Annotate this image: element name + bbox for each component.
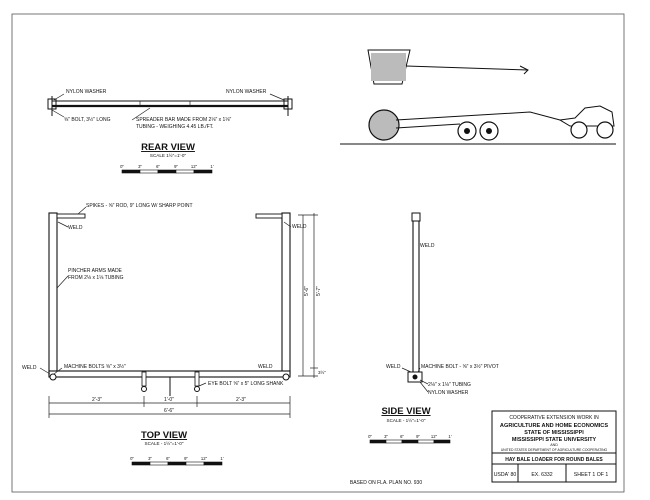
side-scale-bar: 0" 3" 6" 9" 12" 1' xyxy=(368,434,452,444)
scale-bar-segment xyxy=(139,169,159,174)
top-label-pincher-1: PINCHER ARMS MADE xyxy=(68,268,123,274)
top-label-weld-top-right: WELD xyxy=(292,224,307,230)
title-block: COOPERATIVE EXTENSION WORK IN AGRICULTUR… xyxy=(491,410,617,483)
top-label-pincher-2: FROM 2⅛ x 1⅛ TUBING xyxy=(68,275,124,281)
scale-bar-segment xyxy=(131,461,151,466)
scale-bar-label: 0" xyxy=(130,456,134,461)
scale-bar-segment xyxy=(175,169,195,174)
top-dim-height-inner: 5'-6" xyxy=(304,286,310,296)
scale-bar-segment xyxy=(149,461,169,466)
side-view-title: SIDE VIEW xyxy=(381,406,430,417)
side-label-nylon-washer: NYLON WASHER xyxy=(428,390,469,396)
top-label-eye-bolt: EYE BOLT ⅝" x 5" LONG SHANK xyxy=(208,381,284,387)
drawing-title: HAY BALE LOADER FOR ROUND BALES xyxy=(505,457,603,463)
top-scale-bar: 0" 3" 6" 9" 12" 1' xyxy=(130,456,224,466)
title-line4: MISSISSIPPI STATE UNIVERSITY xyxy=(512,437,597,443)
tractor-trailer-sketch xyxy=(340,105,616,145)
rear-scale-bar: 0" 3" 6" 9" 12" 1' xyxy=(120,164,214,174)
scale-bar-label: 3" xyxy=(384,434,388,439)
rear-label-spreader-2: TUBING - WEIGHING 4.45 LB./FT. xyxy=(136,124,214,130)
title-agency: USDA' 80 xyxy=(494,472,517,478)
side-label-tubing: 2⅛" x 1⅛" TUBING xyxy=(428,382,471,388)
scale-bar-segment xyxy=(121,169,141,174)
scale-bar-label: 12" xyxy=(201,456,208,461)
top-view-title: TOP VIEW xyxy=(141,430,187,441)
rear-label-nylon-washer-right: NYLON WASHER xyxy=(226,89,267,95)
scale-bar-label: 9" xyxy=(184,456,188,461)
rear-label-bolt: ⅝" BOLT, 3½" LONG xyxy=(64,116,111,123)
side-label-machine-bolt: MACHINE BOLT - ⅝" x 3½" PIVOT xyxy=(421,363,499,370)
scale-bar-label: 1' xyxy=(448,434,451,439)
scale-bar-segment xyxy=(401,439,419,444)
side-view-scale: SCALE - 1½"=1'-0" xyxy=(387,417,426,423)
scale-bar-segment xyxy=(157,169,177,174)
sheet-border xyxy=(11,13,625,493)
top-dim-left: 2'-3" xyxy=(92,397,102,403)
scale-bar-label: 6" xyxy=(166,456,170,461)
top-view: SPIKES - ⅝" ROD, 9" LONG W/ SHARP POINT … xyxy=(22,203,326,466)
top-dim-right: 2'-3" xyxy=(236,397,246,403)
title-line2: AGRICULTURE AND HOME ECONOMICS xyxy=(500,423,608,429)
scale-bar-label: 12" xyxy=(191,164,198,169)
top-dim-height-outer: 5'-7" xyxy=(316,286,322,296)
scale-bar-segment xyxy=(193,169,213,174)
title-number: EX. 6332 xyxy=(531,472,552,478)
top-label-spikes: SPIKES - ⅝" ROD, 9" LONG W/ SHARP POINT xyxy=(86,203,193,209)
side-label-weld-bottom: WELD xyxy=(386,364,401,370)
side-view: WELD WELD MACHINE BOLT - ⅝" x 3½" PIVOT … xyxy=(368,212,499,444)
scale-bar-segment xyxy=(433,439,451,444)
title-line1: COOPERATIVE EXTENSION WORK IN xyxy=(509,415,599,421)
rear-label-spreader-1: SPREADER BAR MADE FROM 2⅛" x 1⅛" xyxy=(136,117,231,123)
title-line5: AND xyxy=(550,443,558,447)
scale-bar-label: 6" xyxy=(400,434,404,439)
top-dim-center: 1'-0" xyxy=(164,397,174,403)
scale-bar-segment xyxy=(385,439,403,444)
top-view-scale: SCALE - 1½"=1'-0" xyxy=(145,440,184,446)
top-label-weld-bottom-left: WELD xyxy=(22,365,37,371)
rear-view-scale: SCALE 1½"=1'-0" xyxy=(150,152,187,158)
scale-bar-label: 3" xyxy=(138,164,142,169)
scale-bar-label: 1' xyxy=(210,164,213,169)
top-dim-total: 6'-6" xyxy=(164,408,174,414)
top-label-machine-bolts: MACHINE BOLTS ⅝" x 3½" xyxy=(64,363,126,370)
scale-bar-segment xyxy=(369,439,387,444)
title-sheet: SHEET 1 OF 1 xyxy=(574,472,609,478)
top-label-weld-top-left: WELD xyxy=(68,225,83,231)
scale-bar-segment xyxy=(203,461,223,466)
scale-bar-label: 3" xyxy=(148,456,152,461)
scale-bar-segment xyxy=(167,461,187,466)
scale-bar-label: 1' xyxy=(220,456,223,461)
scale-bar-label: 9" xyxy=(416,434,420,439)
side-label-weld-top: WELD xyxy=(420,243,435,249)
scale-bar-label: 6" xyxy=(156,164,160,169)
rear-view: NYLON WASHER NYLON WASHER ⅝" BOLT, 3½" L… xyxy=(47,89,293,174)
scale-bar-label: 0" xyxy=(120,164,124,169)
scale-bar-label: 0" xyxy=(368,434,372,439)
scale-bar-label: 12" xyxy=(431,434,438,439)
top-label-weld-bottom-right: WELD xyxy=(258,364,273,370)
title-line6: UNITED STATES DEPARTMENT OF AGRICULTURE … xyxy=(501,448,608,452)
title-line3: STATE OF MISSISSIPPI xyxy=(524,430,584,436)
scale-bar-segment xyxy=(185,461,205,466)
scale-bar-segment xyxy=(417,439,435,444)
rear-view-title: REAR VIEW xyxy=(141,142,195,153)
top-dim-small-right: 3½" xyxy=(318,369,326,375)
scale-bar-label: 9" xyxy=(174,164,178,169)
rear-label-nylon-washer-left: NYLON WASHER xyxy=(66,89,107,95)
footer-note: BASED ON FLA. PLAN NO. 930 xyxy=(350,480,422,486)
bale-lifted-sketch xyxy=(367,49,529,85)
